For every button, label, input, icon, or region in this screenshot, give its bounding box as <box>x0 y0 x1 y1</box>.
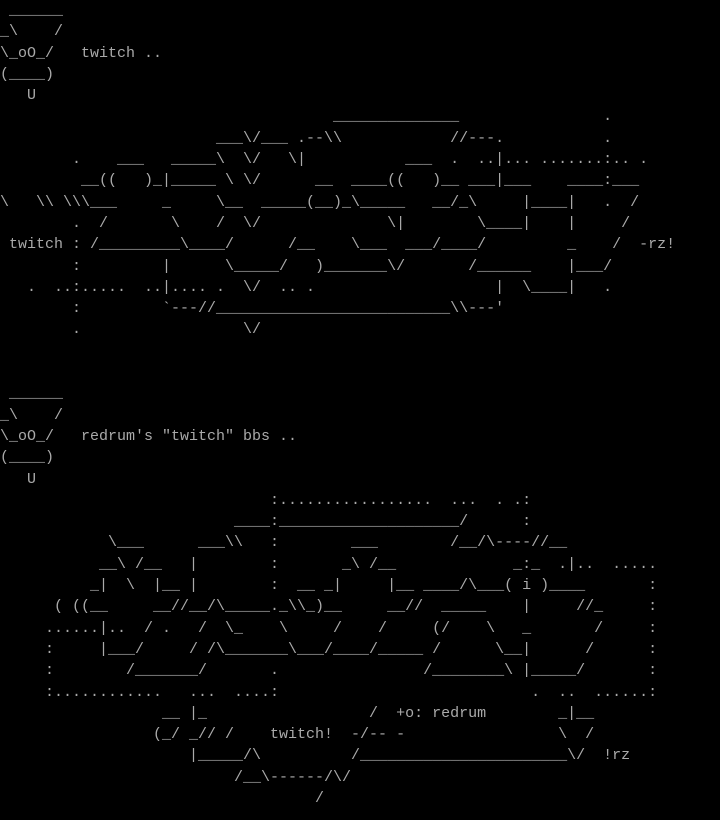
ascii-line: (____) <box>0 65 55 83</box>
ascii-line: __(( )_|_____ \ \/ __ ____(( )__ ___|___… <box>0 172 640 190</box>
ascii-line: ___\/___ .--\\ //---. . <box>0 129 613 147</box>
ascii-line: . ___ _____\ \/ \| ___ . ..|... .......:… <box>0 151 649 169</box>
ascii-art-redrum-banner: :................. ... . .: ____:_______… <box>0 490 720 809</box>
logo-twitch: ______ _\ / \_oO_/ twitch .. (____) U <box>0 0 720 106</box>
ascii-line: (____) <box>0 449 55 467</box>
ascii-line: ......|.. / . / \_ \ / / (/ \ _ / : <box>0 619 658 637</box>
ascii-line: \_oO_/ redrum's "twitch" bbs .. <box>0 427 298 445</box>
ascii-line: ______ <box>0 2 64 19</box>
ascii-line: :............ ... ....: . .. ......: <box>0 683 658 701</box>
ascii-line: ( ((__ __//__/\_____._\\_)__ __// _____ … <box>0 598 658 616</box>
ascii-line: : /_______/ . /________\ |_____/ : <box>0 662 658 680</box>
ascii-line: . ..:..... ..|.... . \/ .. . | \____| . <box>0 278 613 296</box>
ascii-line: __ |_ / +o: redrum _|__ <box>0 704 595 722</box>
ascii-line: / <box>0 789 325 807</box>
ascii-line: _\ / <box>0 406 64 424</box>
ascii-line: (_/ _// / twitch! -/-- - \ / <box>0 726 595 744</box>
ascii-art-twitch-banner: ______________ . ___\/___ .--\\ //---. .… <box>0 106 720 340</box>
ascii-line: U <box>0 470 37 488</box>
ascii-line: _\ / <box>0 23 64 41</box>
ascii-line: ____:____________________/ : <box>0 513 532 531</box>
ascii-line: :................. ... . .: <box>0 491 532 509</box>
ascii-line: /__\------/\/ <box>0 768 352 786</box>
ascii-line: ______________ . <box>0 108 613 126</box>
ascii-line: U <box>0 87 37 105</box>
ascii-line: _| \ |__ | : __ _| |__ ____/\___( i )___… <box>0 577 658 595</box>
ascii-line: |_____/\ /_______________________\/ !rz <box>0 747 631 765</box>
ascii-line: \_oO_/ twitch .. <box>0 44 163 62</box>
ascii-line: : |___/ / /\_______\___/____/_____ / \__… <box>0 640 658 658</box>
logo-redrum-twitch-bbs: ______ _\ / \_oO_/ redrum's "twitch" bbs .… <box>0 383 720 489</box>
ascii-line: \ \\ \\\___ _ \__ _____(__)_\_____ __/_\… <box>0 193 640 211</box>
ascii-line: : `---//__________________________\\---' <box>0 300 505 318</box>
ascii-line: ______ <box>0 385 64 403</box>
ascii-line: \___ ___\\ : ___ /__/\----//__ <box>0 534 568 552</box>
ascii-line: __\ /__ | : _\ /__ _:_ .|.. ..... <box>0 555 658 573</box>
ascii-line: . / \ / \/ \| \____| | / <box>0 214 631 232</box>
ascii-line: : | \_____/ )_______\/ /______ |___/ <box>0 257 613 275</box>
ascii-line: . \/ <box>0 321 262 339</box>
ascii-line: twitch : /_________\____/ /__ \___ ___/_… <box>0 236 676 254</box>
